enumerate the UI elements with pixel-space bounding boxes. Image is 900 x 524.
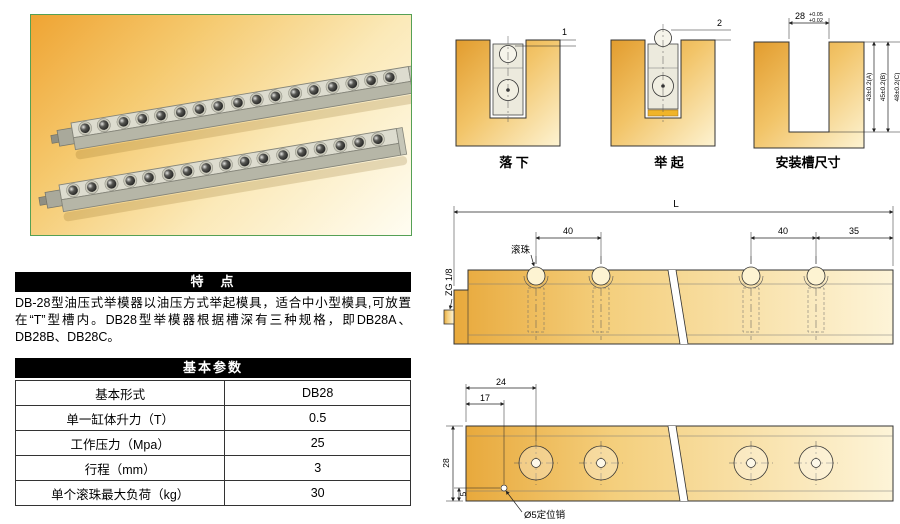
param-value: DB28 xyxy=(224,380,411,406)
dim-slot-width: 28 xyxy=(795,11,805,21)
lifter-bar xyxy=(38,127,408,213)
diagram-slot: 28 +0.05 +0.02 43±0.2(A) 45±0.2(B) 48±0.… xyxy=(753,11,900,149)
param-label: 单一缸体升力（T） xyxy=(14,405,226,431)
product-photo xyxy=(30,14,420,236)
dim-end: 35 xyxy=(849,226,859,236)
param-value: 3 xyxy=(224,455,411,481)
ball-flange xyxy=(579,441,623,485)
ball-flange xyxy=(794,441,838,485)
features-header: 特 点 xyxy=(15,272,411,292)
dim-pitch-2: 40 xyxy=(778,226,788,236)
dim-slot-tol-top: +0.05 xyxy=(809,12,823,18)
features-text: DB-28型油压式举模器以油压方式举起模具，适合中小型模具,可放置在“T”型槽内… xyxy=(15,296,411,344)
table-row: 基本形式 DB28 xyxy=(14,380,411,406)
dowel-pin-hole xyxy=(500,484,508,492)
param-value: 30 xyxy=(224,480,411,506)
ball-station xyxy=(588,256,614,340)
label-slot: 安装槽尺寸 xyxy=(775,155,841,170)
table-row: 单个滚珠最大负荷（kg） 30 xyxy=(14,480,411,506)
port-callout: ZG 1/8 xyxy=(444,268,454,296)
basic-params-table: 基本形式 DB28 单一缸体升力（T） 0.5 工作压力（Mpa） 25 行程（… xyxy=(14,380,411,506)
dim-24: 24 xyxy=(496,378,506,387)
dim-depth-a: 43±0.2(A) xyxy=(866,73,873,102)
ball-station xyxy=(523,256,549,340)
ball-callout: 滚珠 xyxy=(511,244,531,256)
dim-17: 17 xyxy=(480,393,490,403)
dim-28: 28 xyxy=(441,458,451,468)
label-lowered: 落 下 xyxy=(499,155,529,170)
dim-L: L xyxy=(673,199,679,210)
label-raised: 举 起 xyxy=(654,155,684,170)
params-header: 基本参数 xyxy=(15,358,411,378)
diagram-side-view: L 40 40 35 滚珠 ZG 1/8 xyxy=(443,199,894,345)
dim-depth-b: 45±0.2(B) xyxy=(880,73,887,102)
dim-pitch-1: 40 xyxy=(563,226,573,236)
param-value: 25 xyxy=(224,430,411,456)
dim-slot-tol-bottom: +0.02 xyxy=(809,18,823,24)
product-photo-illustration xyxy=(38,65,420,222)
param-label: 行程（mm） xyxy=(14,455,226,481)
ball-flange xyxy=(729,441,773,485)
param-label: 工作压力（Mpa） xyxy=(14,430,226,456)
param-value: 0.5 xyxy=(224,405,411,431)
param-label: 单个滚珠最大负荷（kg） xyxy=(14,480,226,506)
dim-depth-c: 48±0.2(C) xyxy=(894,73,900,102)
table-row: 行程（mm） 3 xyxy=(14,455,411,481)
pin-callout: Ø5定位销 xyxy=(524,509,566,521)
diagram-top-view: 24 17 28 5 Ø5定位销 xyxy=(441,378,894,521)
table-row: 工作压力（Mpa） 25 xyxy=(14,430,411,456)
table-row: 单一缸体升力（T） 0.5 xyxy=(14,405,411,431)
diagram-raised: 2 xyxy=(610,18,731,147)
dim-5: 5 xyxy=(459,491,468,496)
ball-flange xyxy=(514,441,558,485)
ball-station xyxy=(738,256,764,340)
diagram-lowered: 1 xyxy=(455,27,576,147)
dim-2: 2 xyxy=(717,18,722,28)
dim-1: 1 xyxy=(562,27,567,37)
ball-station xyxy=(803,256,829,340)
param-label: 基本形式 xyxy=(14,380,226,406)
